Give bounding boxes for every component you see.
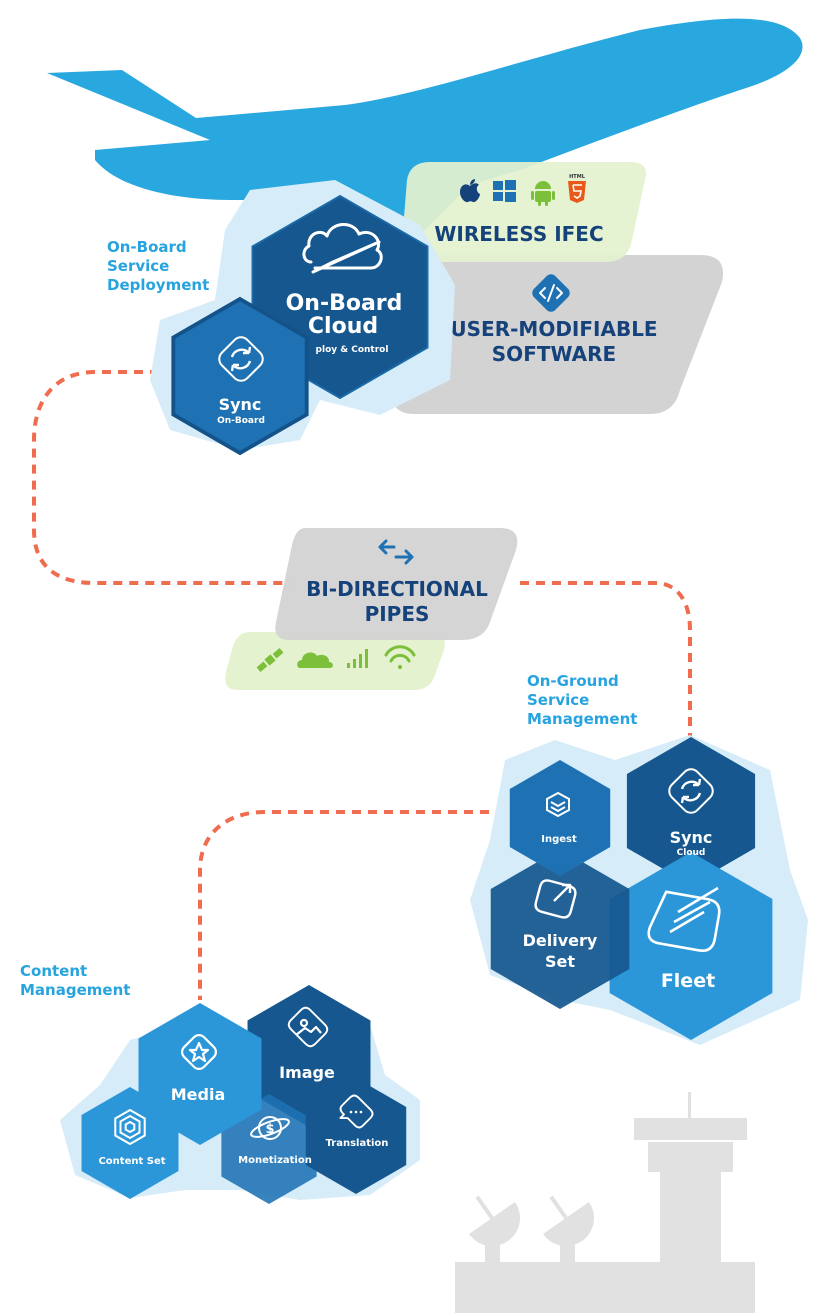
onboard-cloud-title2: Cloud [308, 314, 378, 339]
delivery-set-title1: Delivery [523, 931, 598, 950]
fleet-title: Fleet [661, 970, 715, 992]
chat-bubble-icon [339, 1094, 374, 1129]
onground-hex-group: Ingest Sync Cloud Delivery Set Fleet [470, 735, 808, 1045]
pipes-line1: BI-DIRECTIONAL [306, 577, 488, 601]
delivery-icon [534, 879, 577, 919]
ingest-title: Ingest [541, 834, 577, 845]
software-panel: USER-MODIFIABLE SOFTWARE [391, 255, 724, 414]
satellite-dish-icon [469, 1195, 520, 1246]
dashed-connectors [32, 370, 692, 1000]
connector-ingest-to-content [198, 810, 505, 1000]
onboard-cloud-title1: On-Board [286, 291, 403, 316]
control-tower-illustration [455, 1092, 755, 1313]
dollar-coin-icon: $ [250, 1116, 290, 1140]
software-line1: USER-MODIFIABLE [450, 317, 657, 341]
media-title: Media [171, 1085, 226, 1104]
sync-onboard-title: Sync [219, 395, 262, 414]
wireless-panel: HTML WIRELESS IFEC [401, 162, 646, 262]
satellite-icon [256, 648, 284, 672]
content-section-label: Content Management [20, 962, 131, 999]
pipes-panel: BI-DIRECTIONAL PIPES [225, 528, 518, 690]
svg-text:$: $ [265, 1122, 274, 1137]
pipes-line2: PIPES [365, 602, 430, 626]
fleet-icon [647, 886, 721, 952]
onboard-hex-group: On-Board Cloud ploy & Control Sync On-Bo… [150, 180, 455, 453]
bidirectional-arrows-icon [378, 539, 414, 565]
html5-badge-text: HTML [569, 174, 586, 180]
sync-onboard-subtitle: On-Board [217, 416, 265, 426]
android-icon [531, 181, 555, 206]
onboard-cloud-subtitle: ploy & Control [316, 345, 389, 355]
cloud-plane-icon [302, 223, 383, 274]
software-line2: SOFTWARE [492, 342, 616, 366]
translation-title: Translation [326, 1138, 389, 1149]
onboard-section-label: On-Board Service Deployment [107, 238, 210, 294]
satellite-dish-icon [543, 1195, 594, 1246]
sync-onboard-icon [218, 336, 264, 382]
signal-bars-icon [347, 649, 368, 668]
monetization-title: Monetization [238, 1155, 312, 1166]
sync-cloud-subtitle: Cloud [677, 848, 706, 858]
content-hex-group: Media Image Translation $ Monetization C… [60, 985, 420, 1204]
apple-icon [460, 179, 480, 203]
sync-cloud-icon [668, 768, 714, 814]
windows-icon [493, 180, 516, 202]
connector-onboard-to-pipes [32, 370, 290, 585]
star-badge-icon [181, 1034, 217, 1070]
sync-cloud-title: Sync [670, 828, 713, 847]
content-set-title: Content Set [98, 1156, 165, 1167]
onground-section-label: On-Ground Service Management [527, 672, 638, 728]
connector-pipes-to-onground [520, 581, 692, 745]
wifi-icon [384, 645, 416, 669]
cloud-icon [297, 652, 333, 668]
delivery-set-title2: Set [545, 952, 575, 971]
code-icon [532, 274, 570, 312]
layers-icon [546, 791, 570, 818]
airplane-silhouette [47, 18, 803, 250]
image-title: Image [279, 1063, 335, 1082]
wireless-title: WIRELESS IFEC [434, 222, 603, 246]
image-icon [287, 1006, 329, 1048]
html5-icon: HTML [568, 174, 586, 203]
